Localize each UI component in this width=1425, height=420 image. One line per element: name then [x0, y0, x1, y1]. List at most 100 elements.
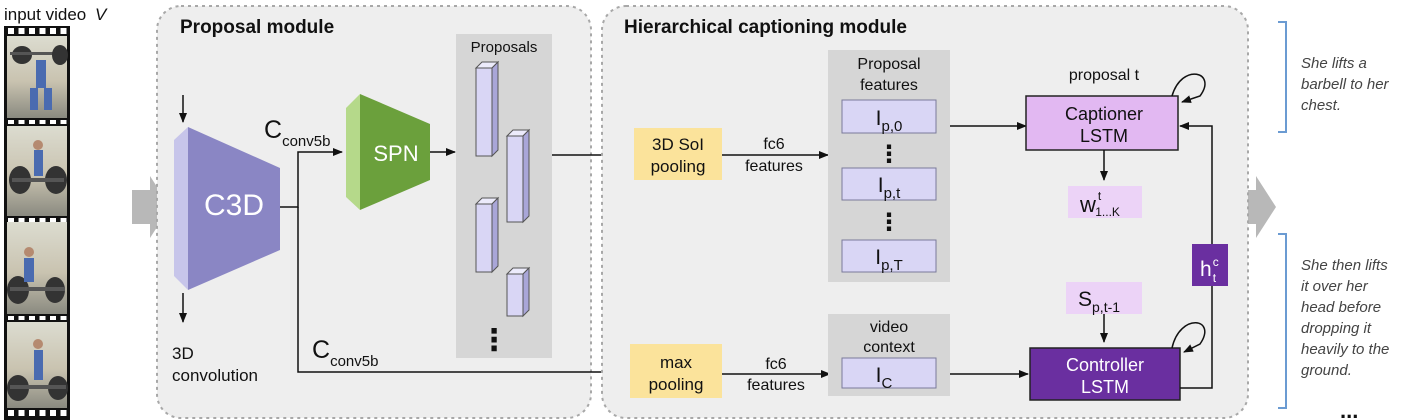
- soi-pooling-box: [634, 128, 722, 180]
- sprocket-hole: [18, 28, 25, 34]
- c3d-label: C3D: [204, 189, 264, 222]
- proposal-module: Proposal module 3D convolution C3D Cconv…: [156, 5, 633, 419]
- captions: She lifts a barbell to her chest. She th…: [1278, 21, 1390, 420]
- sprocket-hole: [50, 120, 56, 124]
- proposal-tube-3: [474, 196, 500, 274]
- sprocket-hole: [8, 218, 14, 222]
- sprocket-hole: [29, 28, 35, 34]
- fc6-bottom-1: fc6: [765, 356, 786, 373]
- caption-2-line-6: ground.: [1301, 362, 1352, 379]
- soi-pooling-line-2: pooling: [651, 157, 706, 176]
- max-pooling-box: [630, 344, 722, 398]
- controller-label-1: Controller: [1066, 355, 1144, 375]
- cconv-bottom: Cconv5b: [312, 336, 378, 370]
- proposal-tube-1: [474, 60, 500, 158]
- video-context-label-2: context: [863, 339, 915, 356]
- captioner-lstm-box: [1025, 95, 1179, 151]
- sprocket-hole: [50, 410, 56, 416]
- sprocket-hole: [60, 410, 67, 416]
- words-box: [1068, 186, 1142, 218]
- proposal-tube-2: [505, 128, 531, 224]
- controller-recurrence: [1171, 322, 1206, 353]
- sprocket-hole: [39, 218, 46, 222]
- hidden-state-box: [1192, 244, 1228, 286]
- sprocket-hole: [60, 120, 67, 124]
- caption-2-line-3: head before: [1301, 299, 1381, 316]
- captioner-label-2: LSTM: [1080, 126, 1128, 146]
- sprocket-hole: [50, 218, 56, 222]
- proposal-features-panel: Proposal features Ip,0 ⋮ Ip,t ⋮ Ip,T: [828, 50, 950, 282]
- sprocket-hole: [8, 316, 14, 320]
- sprocket-hole: [29, 218, 35, 222]
- sprocket-hole: [18, 316, 25, 320]
- proposals-panel: Proposals ⋮: [456, 34, 552, 358]
- sprocket-hole: [39, 316, 46, 320]
- feature-pt: Ip,t: [878, 174, 901, 202]
- sprocket-hole: [29, 316, 35, 320]
- svg-text:input video V: input video V: [4, 5, 108, 24]
- sprocket-hole: [18, 120, 25, 124]
- feature-pT: Ip,T: [875, 246, 903, 274]
- caption-1-line-1: She lifts a: [1301, 55, 1367, 72]
- proposals-label: Proposals: [471, 39, 538, 56]
- sprocket-hole: [18, 410, 25, 416]
- caption-1-line-2: barbell to her: [1301, 76, 1390, 93]
- input-video-symbol: V: [95, 5, 108, 24]
- sprocket-hole: [8, 410, 14, 416]
- captioner-label-1: Captioner: [1065, 104, 1143, 124]
- controller-lstm-box: [1029, 347, 1181, 401]
- feature-p0: Ip,0: [876, 107, 903, 135]
- soi-pooling-line-1: 3D SoI: [652, 135, 704, 154]
- sprocket-hole: [29, 410, 35, 416]
- input-arrow: [132, 176, 170, 238]
- captioning-module: Hierarchical captioning module 3D SoI po…: [601, 5, 1249, 419]
- sprocket-hole: [29, 120, 35, 124]
- video-context-label-1: video: [870, 319, 908, 336]
- max-pooling-line-2: pooling: [649, 375, 704, 394]
- sprocket-hole: [60, 218, 67, 222]
- cconv-top: Cconv5b: [264, 116, 330, 150]
- caption-2-line-5: heavily to the: [1301, 341, 1389, 358]
- captions-more: ...: [1340, 398, 1358, 420]
- captioning-module-title: Hierarchical captioning module: [624, 17, 907, 38]
- max-pooling-line-1: max: [660, 353, 693, 372]
- video-frame-1: [7, 36, 68, 118]
- sprocket-hole: [18, 218, 25, 222]
- video-frame-4: [7, 322, 68, 408]
- video-context-panel: video context IC: [828, 314, 950, 396]
- sprocket-hole: [8, 28, 14, 34]
- spn-network: SPN: [346, 94, 430, 210]
- proposal-features-label-2: features: [860, 77, 918, 94]
- c3d-network: C3D: [174, 127, 280, 290]
- context-feature: IC: [876, 364, 893, 392]
- caption-2-line-4: dropping it: [1301, 320, 1372, 337]
- input-video-label: input video: [4, 5, 86, 24]
- fc6-top-2: features: [745, 158, 803, 175]
- caption-2-line-1: She then lifts: [1301, 257, 1388, 274]
- sprocket-hole: [39, 28, 46, 34]
- caption-2-bracket: [1278, 233, 1287, 409]
- proposal-t-label: proposal t: [1069, 67, 1140, 84]
- caption-2-line-2: it over her: [1301, 278, 1369, 295]
- feature-dots-1: ⋮: [877, 141, 901, 168]
- video-frame-3: [7, 222, 67, 314]
- controller-label-2: LSTM: [1081, 377, 1129, 397]
- caption-1-line-3: chest.: [1301, 97, 1341, 114]
- sprocket-hole: [39, 410, 46, 416]
- sprocket-hole: [50, 316, 56, 320]
- video-frame-2: [7, 126, 67, 216]
- proposals-ellipsis: ⋮: [479, 324, 509, 357]
- sentence-box: [1066, 282, 1142, 314]
- spn-label: SPN: [373, 141, 418, 166]
- sprocket-hole: [60, 316, 67, 320]
- fc6-bottom-2: features: [747, 377, 805, 394]
- fc6-top-1: fc6: [763, 136, 784, 153]
- feature-dots-2: ⋮: [877, 209, 901, 236]
- sprocket-hole: [8, 120, 14, 124]
- caption-1-bracket: [1278, 21, 1287, 133]
- input-video-filmstrip: input video V: [4, 5, 108, 420]
- convolution-label-1: 3D: [172, 344, 194, 363]
- sentence-label: Sp,t-1: [1078, 288, 1120, 315]
